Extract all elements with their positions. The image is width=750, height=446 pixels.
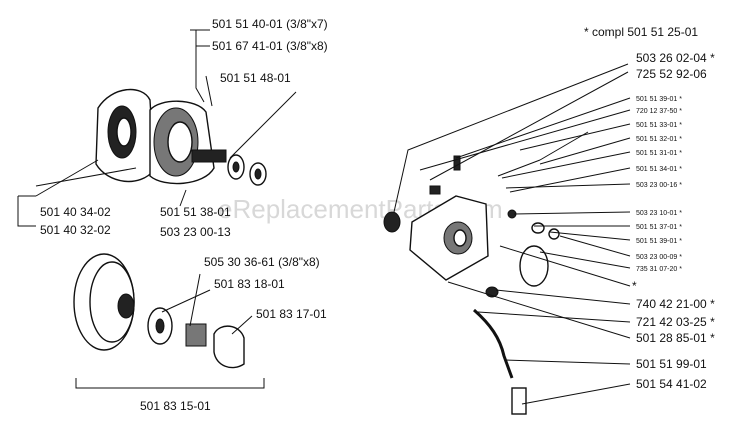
label-505-30-36-61: 505 30 36-61 (3/8"x8): [204, 255, 320, 269]
label-501-51-38-01: 501 51 38-01: [160, 205, 231, 219]
label-501-83-18-01: 501 83 18-01: [214, 277, 285, 291]
label-503-23-00-13: 503 23 00-13: [160, 225, 231, 239]
label-501-67-41-01: 501 67 41-01 (3/8"x8): [212, 39, 328, 53]
label-501-51-99-01: 501 51 99-01: [636, 357, 707, 371]
right-leader-lines: [393, 63, 631, 405]
small-label-3: 501 51 33-01 *: [636, 122, 682, 129]
label-740-42-21-00: 740 42 21-00 *: [636, 297, 715, 311]
label-503-26-02-04: 503 26 02-04 *: [636, 51, 715, 65]
small-label-9: 501 51 37-01 *: [636, 224, 682, 231]
sprocket-leader-lines: [75, 273, 265, 389]
label-501-28-85-01: 501 28 85-01 *: [636, 331, 715, 345]
small-label-10: 501 51 39-01 *: [636, 238, 682, 245]
small-label-11: 503 23 00-09 *: [636, 254, 682, 261]
small-label-1: 501 51 39-01 *: [636, 96, 682, 103]
label-721-42-03-25: 721 42 03-25 *: [636, 315, 715, 329]
label-501-51-48-01: 501 51 48-01: [220, 71, 291, 85]
label-725-52-92-06: 725 52 92-06: [636, 67, 707, 81]
clutch-assembly-drawing: [95, 88, 267, 186]
small-label-8: 503 23 10-01 *: [636, 210, 682, 217]
left-leader-lines: [17, 29, 297, 227]
label-501-83-15-01: 501 83 15-01: [140, 399, 211, 413]
label-501-51-40-01: 501 51 40-01 (3/8"x7): [212, 17, 328, 31]
label-compl-501-51-25-01: * compl 501 51 25-01: [584, 25, 698, 39]
small-label-6: 501 51 34-01 *: [636, 166, 682, 173]
label-501-54-41-02: 501 54 41-02: [636, 377, 707, 391]
small-label-5: 501 51 31-01 *: [636, 150, 682, 157]
label-501-83-17-01: 501 83 17-01: [256, 307, 327, 321]
label-501-40-34-02: 501 40 34-02: [40, 205, 111, 219]
sprocket-assembly-drawing: [73, 253, 245, 369]
small-label-2: 720 12 37-50 *: [636, 108, 682, 115]
label-star: *: [632, 279, 637, 293]
small-label-12: 735 31 07-20 *: [636, 266, 682, 273]
small-label-4: 501 51 32-01 *: [636, 136, 682, 143]
small-label-7: 503 23 00-16 *: [636, 182, 682, 189]
label-501-40-32-02: 501 40 32-02: [40, 223, 111, 237]
oil-pump-drawing: [383, 131, 589, 415]
